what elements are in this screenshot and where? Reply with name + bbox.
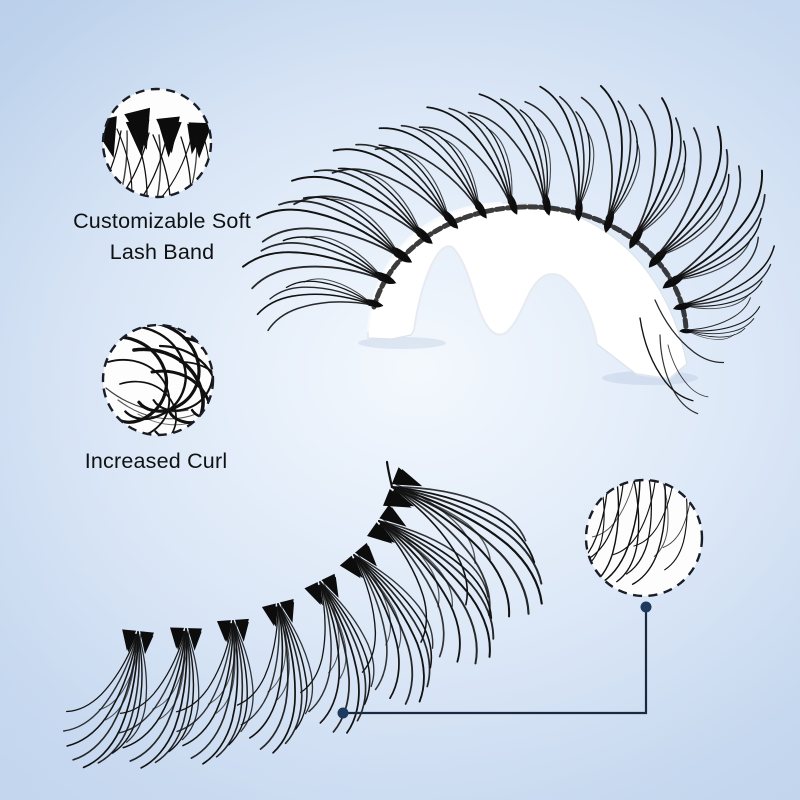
curl-label-line-1: Increased Curl <box>84 449 228 473</box>
connector-line <box>343 607 648 715</box>
lash-tray <box>358 201 698 385</box>
upper-lash-strip <box>233 78 800 419</box>
tray-foot-bevel <box>635 363 688 381</box>
connector-dot-start <box>337 707 349 719</box>
lash-band-label-line-1: Customizable Soft <box>73 209 251 233</box>
callout-circle-curl <box>101 323 215 437</box>
dashed-border-circle-1 <box>101 87 213 199</box>
lash-band-label-line-2: Lash Band <box>109 240 215 264</box>
connector-dot-end <box>640 601 652 613</box>
tray-outer-highlight <box>366 201 503 333</box>
callout-circle-lash-band <box>101 87 213 199</box>
callout-circle-tips <box>584 478 704 598</box>
tray-inner-edge-highlight <box>413 245 598 345</box>
tray-shadow-left <box>358 337 446 349</box>
lash-band-label: Customizable Soft Lash Band <box>32 206 292 268</box>
lower-lash-strip <box>60 442 577 775</box>
connector <box>337 601 652 719</box>
dashed-border-circle-2 <box>101 323 215 437</box>
dashed-border-circle-3 <box>584 478 704 598</box>
curl-label: Increased Curl <box>26 446 286 477</box>
